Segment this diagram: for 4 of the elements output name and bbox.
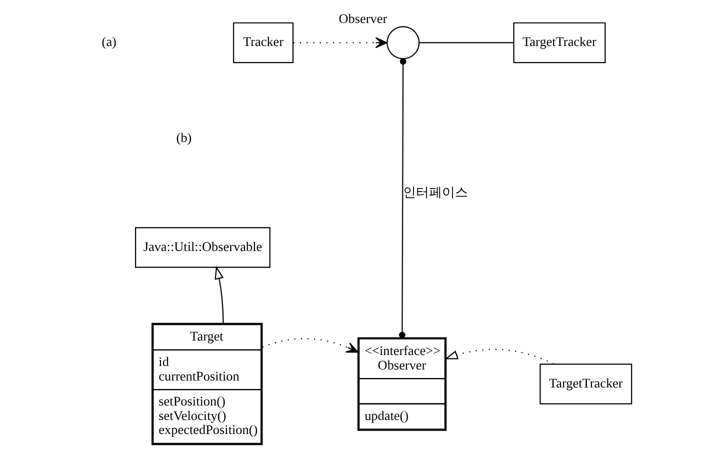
label: (a) bbox=[102, 34, 116, 50]
edge-label: 인터페이스 bbox=[403, 185, 468, 200]
label: (b) bbox=[176, 130, 192, 145]
node-label: Observer bbox=[338, 10, 388, 26]
